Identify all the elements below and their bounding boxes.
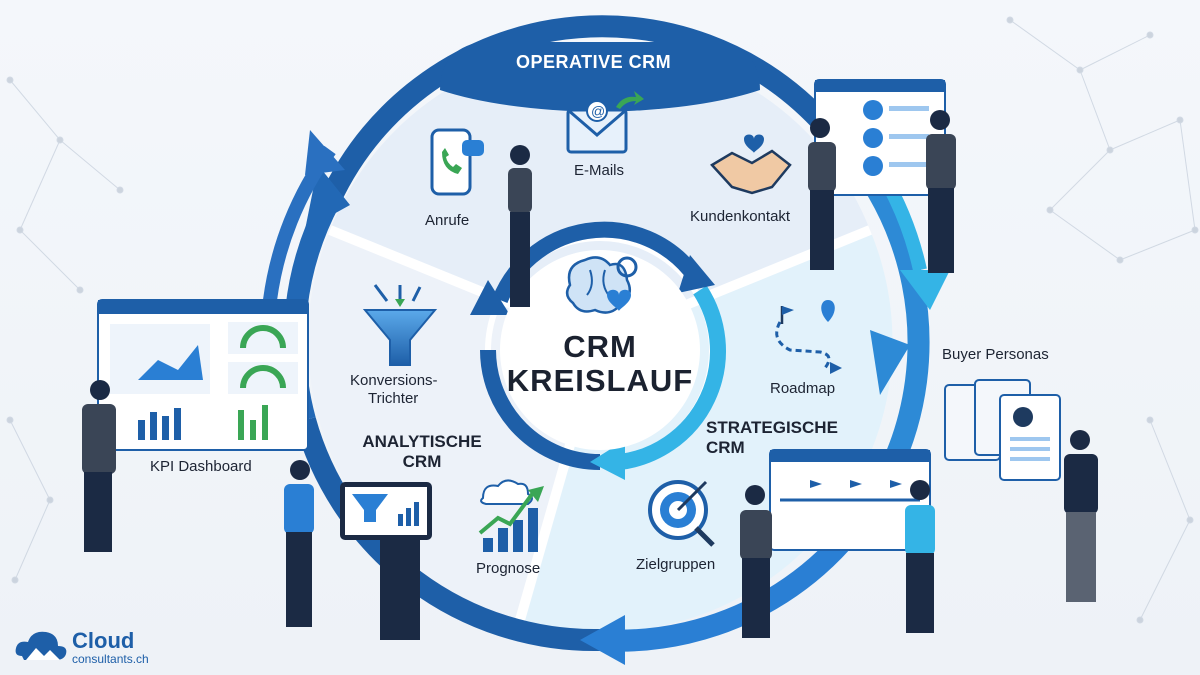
cloud-logo-icon bbox=[15, 631, 67, 660]
network-decoration bbox=[6, 16, 1199, 624]
person-tablet bbox=[284, 460, 314, 627]
analytics-tablet bbox=[340, 482, 432, 540]
logo-domain: consultants.ch bbox=[72, 652, 149, 666]
strategische-crm-title: STRATEGISCHE CRM bbox=[706, 418, 856, 458]
growth-chart-icon bbox=[478, 479, 544, 552]
label-kpi-dashboard: KPI Dashboard bbox=[150, 458, 252, 475]
analytische-title-line2: CRM bbox=[402, 452, 442, 471]
label-emails: E-Mails bbox=[574, 162, 625, 179]
timeline-panel bbox=[769, 449, 931, 551]
svg-text:@: @ bbox=[591, 103, 605, 119]
label-anrufe: Anrufe bbox=[425, 212, 470, 229]
email-icon: @ bbox=[566, 91, 644, 154]
kpi-dashboard-panel bbox=[97, 299, 309, 451]
funnel-icon bbox=[362, 284, 438, 366]
roadmap-icon bbox=[775, 300, 842, 374]
inner-arrowheads bbox=[470, 255, 715, 480]
person-kpi bbox=[82, 380, 116, 552]
person-timeline-1 bbox=[740, 485, 772, 638]
target-icon bbox=[648, 480, 715, 547]
center-title-line2: KREISLAUF bbox=[506, 363, 694, 398]
analytische-title-line1: ANALYTISCHE bbox=[362, 432, 482, 451]
person-top-right-2 bbox=[926, 110, 956, 273]
analytische-crm-title: ANALYTISCHE CRM bbox=[352, 432, 492, 472]
operative-crm-title: OPERATIVE CRM bbox=[516, 52, 672, 72]
sector-operative bbox=[330, 45, 870, 341]
center-title: CRM KREISLAUF bbox=[500, 330, 700, 398]
label-buyer-personas: Buyer Personas bbox=[942, 346, 1049, 363]
people-figures bbox=[82, 110, 1098, 640]
label-roadmap: Roadmap bbox=[770, 380, 836, 397]
label-prognose: Prognose bbox=[476, 560, 541, 577]
person-center-top bbox=[508, 145, 532, 307]
operative-banner bbox=[440, 42, 760, 112]
label-zielgruppen: Zielgruppen bbox=[636, 556, 716, 573]
phone-icon bbox=[430, 128, 484, 196]
user-list-panel bbox=[814, 79, 946, 196]
center-title-line1: CRM bbox=[563, 329, 637, 364]
strategische-title-line1: STRATEGISCHE bbox=[706, 418, 838, 437]
label-kundenkontakt: Kundenkontakt bbox=[690, 208, 791, 225]
label-konversions: Konversions- bbox=[350, 372, 438, 389]
label-trichter: Trichter bbox=[368, 390, 419, 407]
person-top-right-1 bbox=[808, 118, 836, 270]
brain-icon bbox=[565, 256, 638, 314]
logo-name: Cloud bbox=[72, 628, 135, 653]
handshake-icon bbox=[710, 134, 792, 195]
person-analytics bbox=[380, 530, 420, 640]
person-buyer bbox=[1064, 430, 1098, 602]
strategische-title-line2: CRM bbox=[706, 438, 745, 457]
buyer-persona-cards bbox=[944, 379, 1061, 481]
person-timeline-2 bbox=[905, 480, 935, 633]
